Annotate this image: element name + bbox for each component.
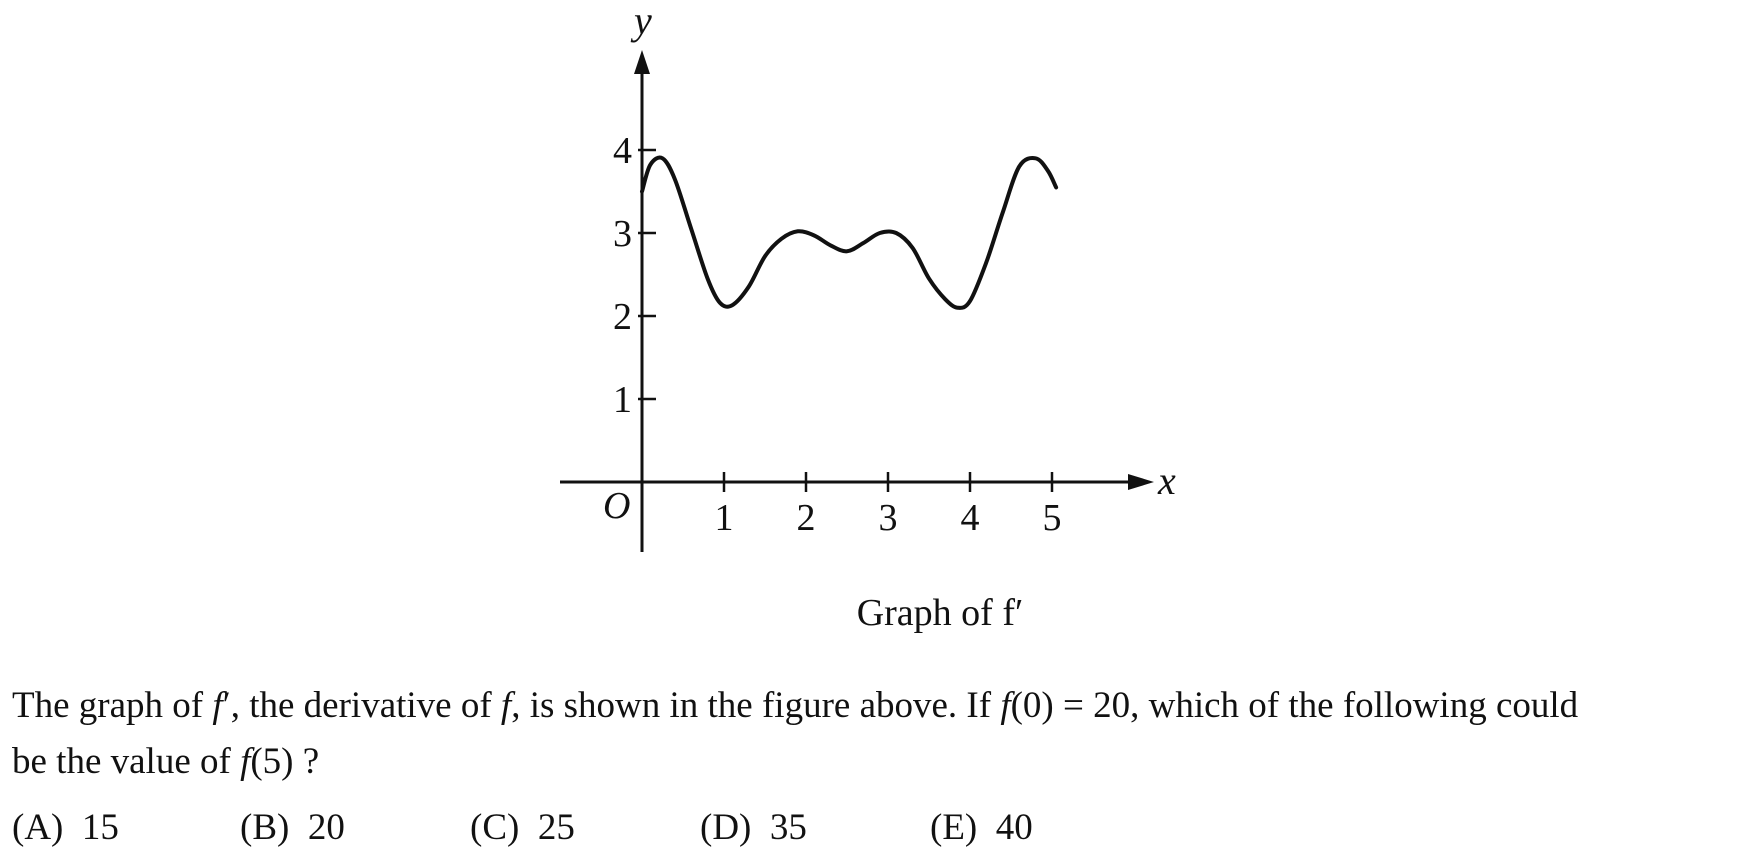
choice-d[interactable]: (D) 35 bbox=[700, 807, 807, 848]
question-text: The graph of f′, the derivative of f, is… bbox=[12, 678, 1742, 790]
origin-label: O bbox=[603, 485, 630, 527]
x-tick-label-2: 2 bbox=[797, 497, 816, 539]
axes: x y O bbox=[560, 0, 1176, 552]
question-line-2: be the value of f(5) ? bbox=[12, 741, 320, 782]
answer-choices: (A) 15 (B) 20 (C) 25 (D) 35 (E) 40 bbox=[12, 800, 1742, 856]
x-axis-label: x bbox=[1157, 458, 1176, 503]
x-tick-label-1: 1 bbox=[715, 497, 734, 539]
derivative-graph: x y O 1 2 3 4 5 1 2 3 4 Graph of f′ bbox=[560, 0, 1176, 634]
y-tick-label-3: 3 bbox=[613, 213, 632, 255]
y-ticks: 1 2 3 4 bbox=[613, 130, 656, 421]
choice-a[interactable]: (A) 15 bbox=[12, 807, 119, 848]
choice-e[interactable]: (E) 40 bbox=[930, 807, 1033, 848]
choice-b[interactable]: (B) 20 bbox=[240, 807, 345, 848]
x-tick-label-3: 3 bbox=[879, 497, 898, 539]
y-tick-label-1: 1 bbox=[613, 379, 632, 421]
x-ticks: 1 2 3 4 5 bbox=[715, 472, 1062, 539]
y-axis-arrowhead bbox=[634, 50, 650, 74]
y-tick-label-2: 2 bbox=[613, 296, 632, 338]
series-line-f-prime bbox=[640, 155, 1059, 310]
x-axis-arrowhead bbox=[1128, 474, 1154, 490]
chart-title-text: Graph of f′ bbox=[857, 592, 1024, 634]
x-tick-label-5: 5 bbox=[1043, 497, 1062, 539]
question-line-1: The graph of f′, the derivative of f, is… bbox=[12, 685, 1579, 726]
y-tick-label-4: 4 bbox=[613, 130, 632, 172]
chart-title: Graph of f′ bbox=[857, 592, 1024, 634]
choice-c[interactable]: (C) 25 bbox=[470, 807, 575, 848]
y-axis-label: y bbox=[630, 0, 652, 43]
x-tick-label-4: 4 bbox=[961, 497, 980, 539]
